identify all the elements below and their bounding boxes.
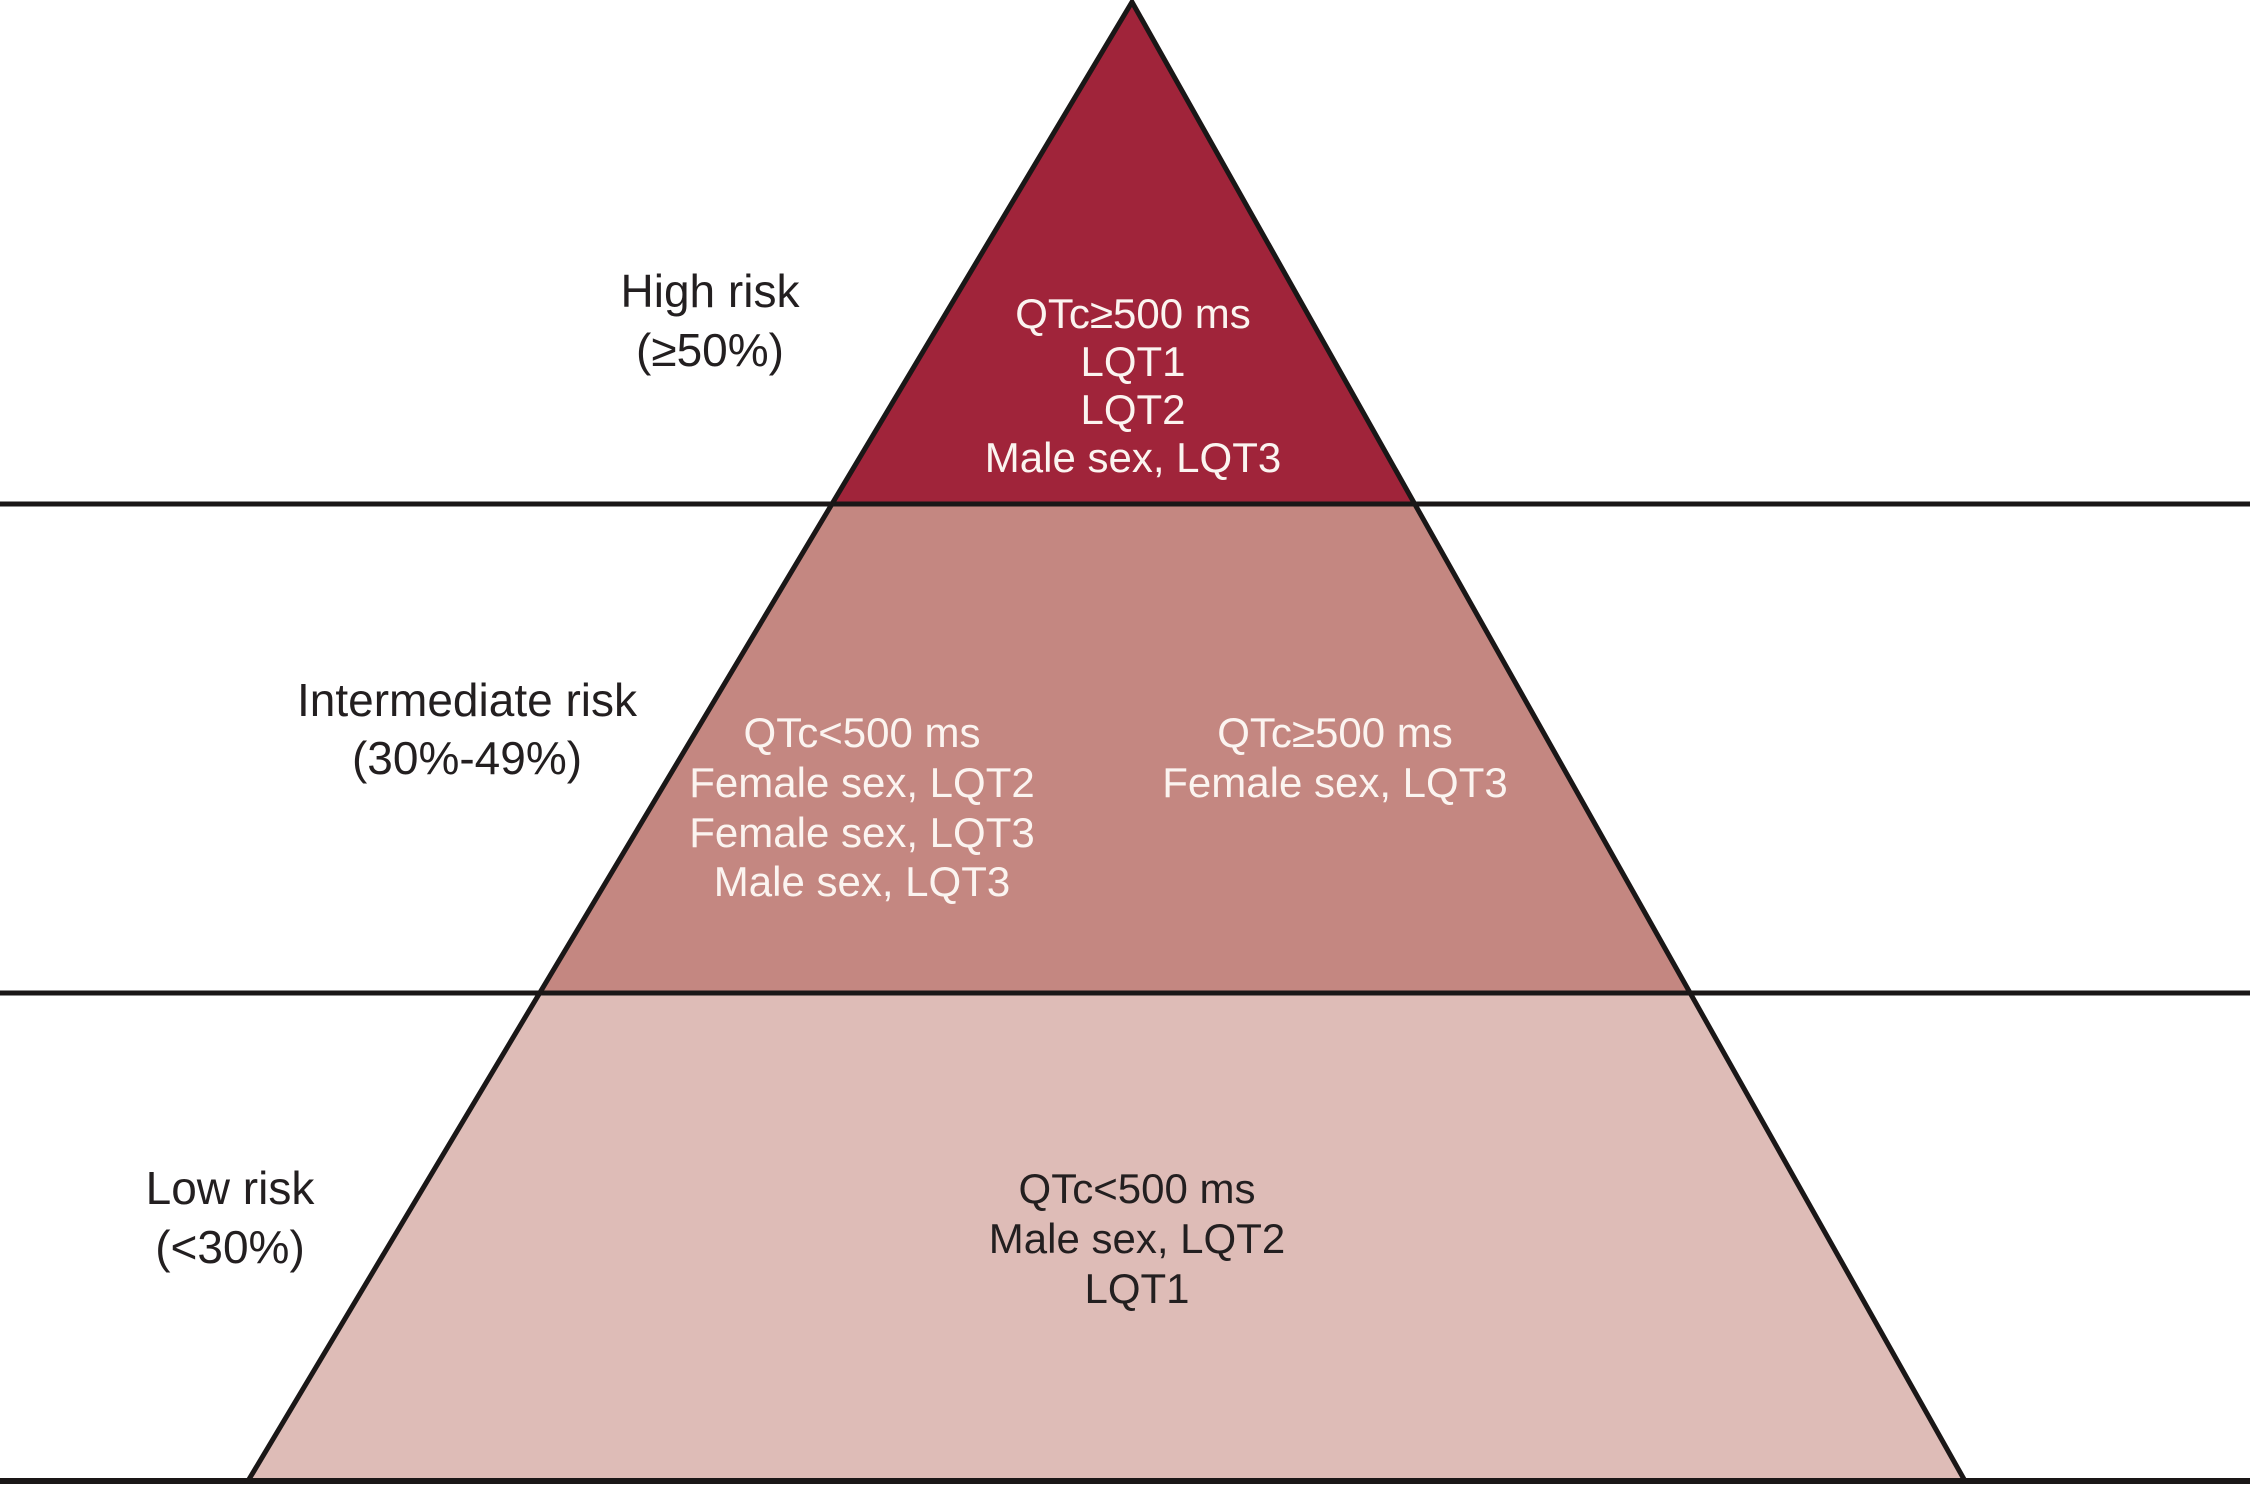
intermediate-risk-label: Intermediate risk (30%-49%) — [297, 674, 638, 784]
high-risk-label-line2: (≥50%) — [636, 324, 784, 376]
high-risk-item: LQT1 — [1080, 338, 1185, 385]
low-risk-label-line1: Low risk — [146, 1162, 316, 1214]
low-risk-item: Male sex, LQT2 — [989, 1215, 1285, 1262]
intermediate-risk-item: QTc≥500 ms — [1217, 709, 1452, 756]
high-risk-label: High risk (≥50%) — [621, 265, 801, 376]
intermediate-risk-item: Male sex, LQT3 — [714, 858, 1010, 905]
high-risk-item: QTc≥500 ms — [1015, 290, 1250, 337]
intermediate-risk-section — [248, 504, 1965, 993]
low-risk-item: QTc<500 ms — [1019, 1165, 1256, 1212]
intermediate-risk-item: Female sex, LQT2 — [689, 759, 1034, 806]
high-risk-label-line1: High risk — [621, 265, 801, 317]
low-risk-item: LQT1 — [1084, 1265, 1189, 1312]
intermediate-risk-item: QTc<500 ms — [744, 709, 981, 756]
low-risk-section — [248, 993, 1965, 1481]
low-risk-label: Low risk (<30%) — [146, 1162, 316, 1273]
intermediate-risk-label-line1: Intermediate risk — [297, 674, 638, 726]
intermediate-risk-items-left: QTc<500 ms Female sex, LQT2 Female sex, … — [689, 709, 1034, 905]
high-risk-item: Male sex, LQT3 — [985, 434, 1281, 481]
high-risk-items: QTc≥500 ms LQT1 LQT2 Male sex, LQT3 — [985, 290, 1281, 481]
high-risk-item: LQT2 — [1080, 386, 1185, 433]
intermediate-risk-items-right: QTc≥500 ms Female sex, LQT3 — [1162, 709, 1507, 806]
low-risk-items: QTc<500 ms Male sex, LQT2 LQT1 — [989, 1165, 1285, 1312]
intermediate-risk-item: Female sex, LQT3 — [689, 809, 1034, 856]
intermediate-risk-label-line2: (30%-49%) — [352, 732, 582, 784]
low-risk-label-line2: (<30%) — [155, 1221, 305, 1273]
intermediate-risk-item: Female sex, LQT3 — [1162, 759, 1507, 806]
pyramid-outline — [243, 0, 1970, 1484]
